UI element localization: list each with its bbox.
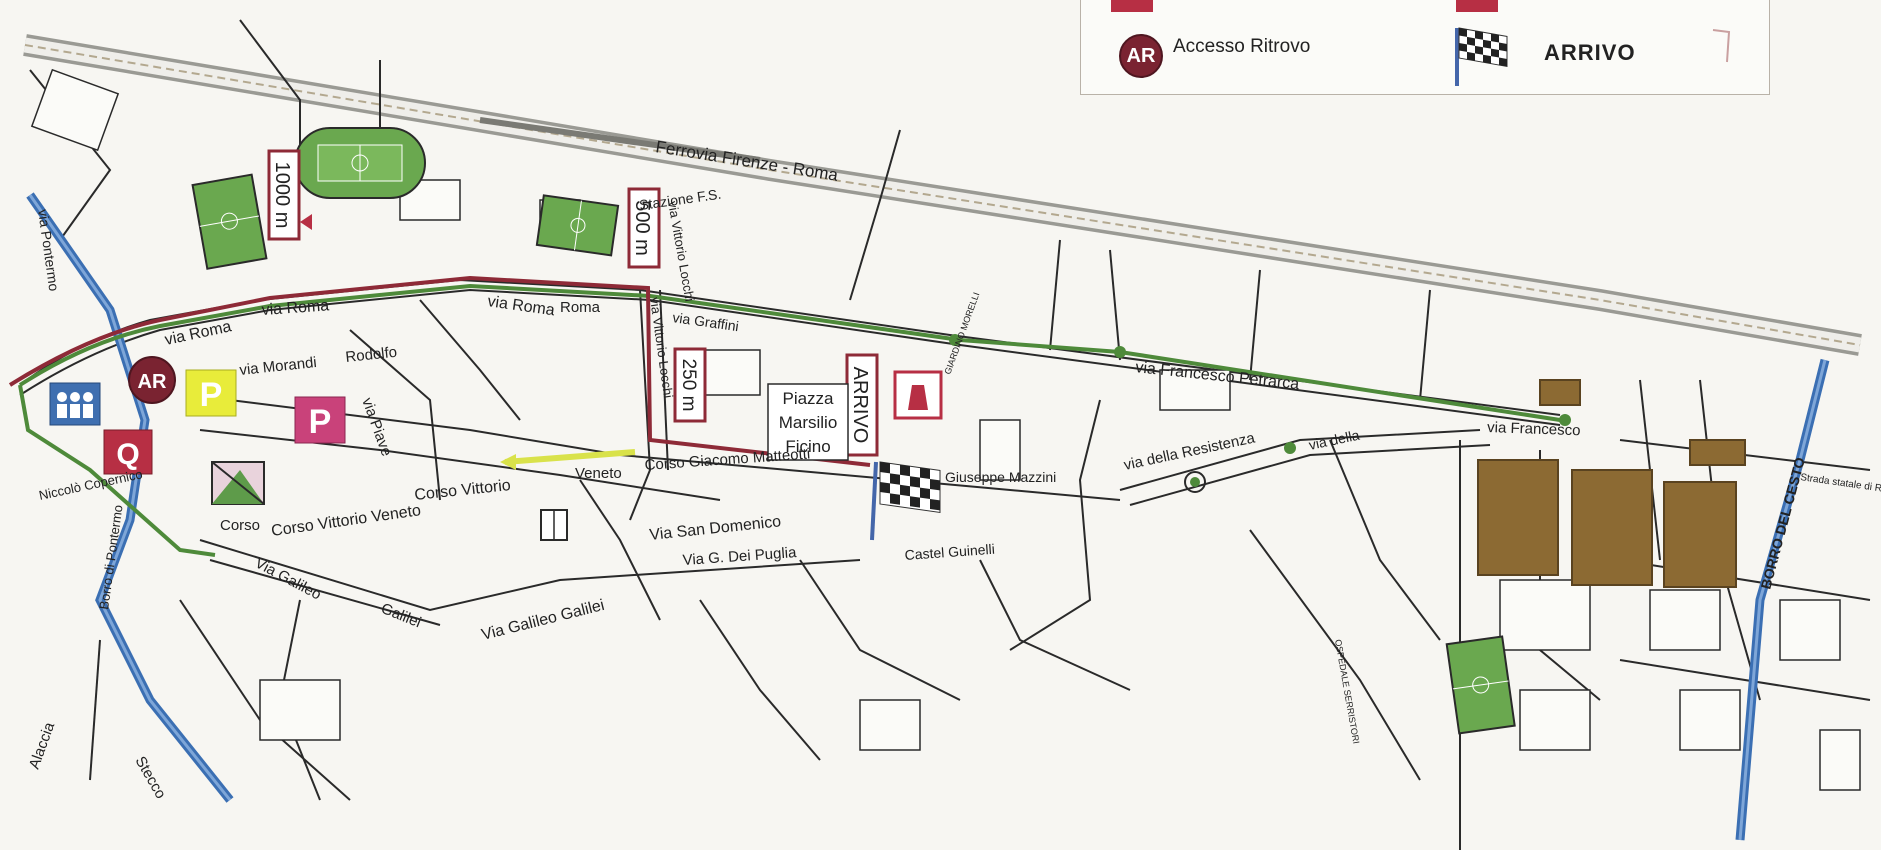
distance-label-250: 250 m <box>678 359 699 412</box>
river-pontermo <box>26 192 234 803</box>
red-route <box>8 275 871 467</box>
q-marker-label: Q <box>116 438 139 471</box>
building-outlines <box>30 68 1861 791</box>
legend-marker-strip <box>1111 0 1153 12</box>
people-icon <box>49 382 101 426</box>
legend-arrivo-label: ARRIVO <box>1544 40 1636 65</box>
roundabout-center <box>1190 477 1200 487</box>
giuseppe-mazzini-label: Giuseppe Mazzini <box>945 469 1056 485</box>
stadium-track <box>294 127 426 199</box>
legend-ar-badge-icon: AR <box>1119 34 1163 78</box>
distance-marker-1000: 1000 m <box>267 149 301 241</box>
legend-bracket-mark <box>1712 29 1731 63</box>
toilet-icon <box>893 370 943 420</box>
distance-marker-500: 500 m <box>627 187 661 269</box>
via-roma-label-2: via Roma <box>261 297 330 319</box>
parking-label-2: P <box>309 403 332 441</box>
arrivo-marker: ARRIVO <box>845 353 879 457</box>
parking-icon-2: P <box>294 396 346 444</box>
river-cesto <box>1735 358 1830 841</box>
piazza-label-box: Piazza Marsilio Ficino <box>767 383 849 461</box>
yellow-route <box>500 449 636 470</box>
castel-guinelli-label: Castel Guinelli <box>904 541 995 563</box>
sports-complex <box>1477 379 1746 588</box>
railway <box>23 34 1862 356</box>
corso-label: Corso <box>220 517 260 534</box>
piazza-line2: Marsilio <box>779 413 838 432</box>
distance-marker-250: 250 m <box>673 347 707 423</box>
checkered-flag-icon <box>870 461 941 541</box>
soccer-field-1 <box>191 173 268 270</box>
veneto-label: Veneto <box>575 465 622 482</box>
distance-label-500: 500 m <box>631 200 653 256</box>
piazza-line1: Piazza <box>782 389 834 408</box>
green-route <box>18 283 1571 557</box>
roundabout <box>1184 471 1206 493</box>
parking-label-1: P <box>200 376 223 414</box>
parking-icon: P <box>185 369 237 417</box>
piazza-line3: Ficino <box>785 437 830 456</box>
distance-label-1000: 1000 m <box>271 162 293 229</box>
ar-badge-icon: AR <box>128 356 176 404</box>
arrivo-vertical-label: ARRIVO <box>849 367 871 444</box>
ar-badge-text: AR <box>138 371 167 393</box>
legend-marker-strip-2 <box>1456 0 1498 12</box>
q-marker-icon: Q <box>103 429 153 475</box>
legend-checkered-flag-icon <box>1455 27 1508 86</box>
soccer-field-2 <box>535 194 620 257</box>
via-roma-label-4: Roma <box>560 299 601 316</box>
soccer-field-3 <box>1445 635 1516 735</box>
map-legend: AR Accesso Ritrovo ARRIVO <box>1080 0 1770 95</box>
distance-arrow-1000 <box>300 214 312 230</box>
via-francesco-label-2: via Francesco <box>1487 419 1581 439</box>
rodolfo-label: Rodolfo <box>345 344 398 366</box>
picnic-area-icon <box>211 461 265 505</box>
legend-accesso-ritrovo-label: Accesso Ritrovo <box>1173 36 1311 57</box>
